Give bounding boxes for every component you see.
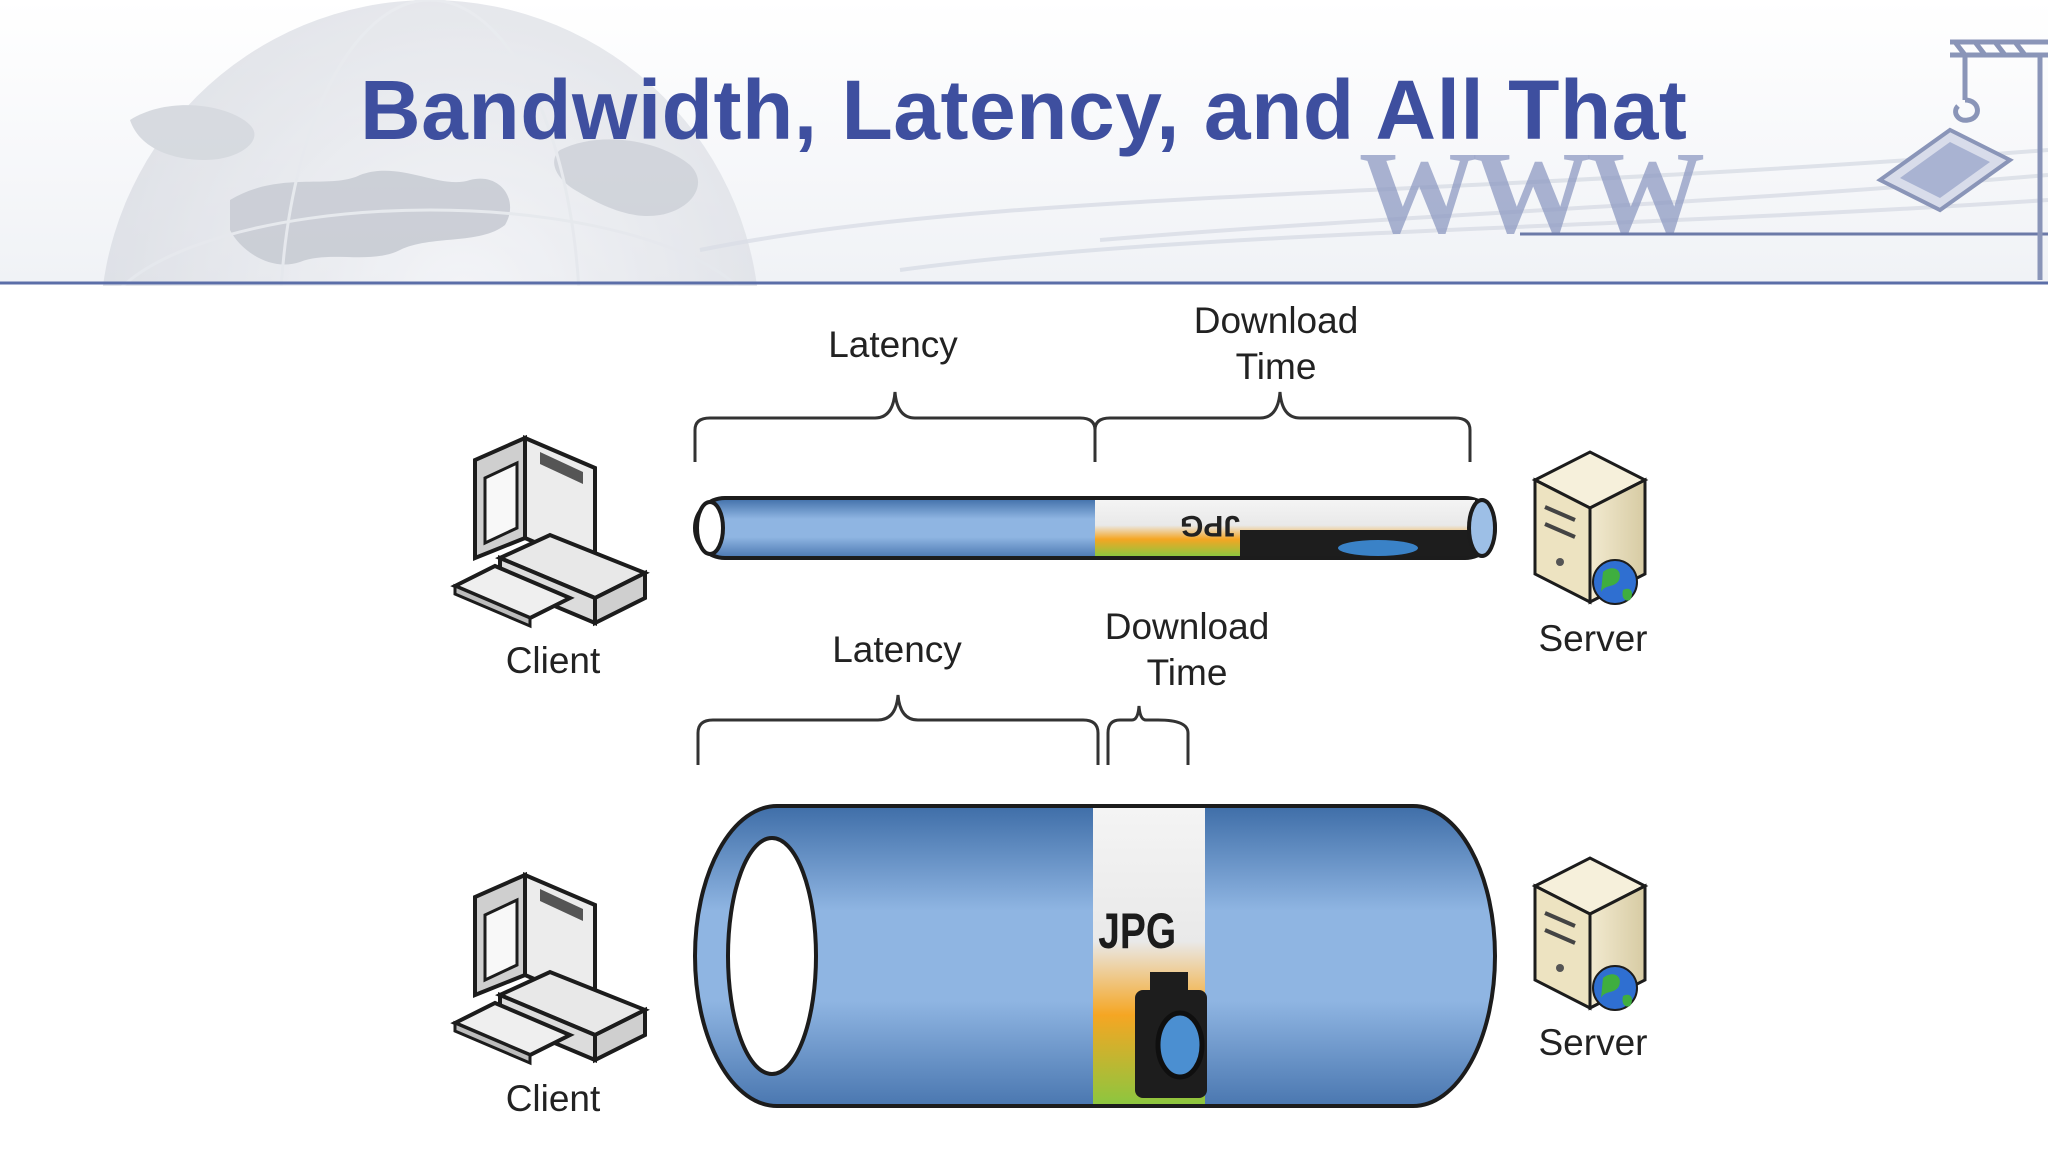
download-time-label-bottom: Download Time bbox=[1087, 604, 1287, 696]
wide-pipe-bottom: JPG bbox=[693, 804, 1497, 1108]
download-time-brace-top bbox=[1093, 391, 1472, 462]
download-time-label-top-line1: Download bbox=[1193, 300, 1359, 341]
svg-text:JPG: JPG bbox=[1098, 902, 1176, 959]
jpg-file-bottom: JPG bbox=[1093, 808, 1207, 1104]
client-label-top: Client bbox=[505, 640, 601, 681]
header-background: WWW bbox=[0, 0, 2048, 286]
download-time-brace-bottom bbox=[1106, 705, 1190, 765]
narrow-pipe-top: JPG bbox=[693, 496, 1497, 560]
server-label-bottom: Server bbox=[1538, 1022, 1648, 1063]
download-time-label-top: Download Time bbox=[1176, 298, 1376, 390]
download-time-label-bottom-line1: Download bbox=[1104, 606, 1270, 647]
camera-icon bbox=[1135, 972, 1207, 1098]
globe-icon bbox=[1592, 965, 1638, 1011]
download-time-label-bottom-line2: Time bbox=[1146, 652, 1228, 693]
client-computer-bottom-icon bbox=[450, 871, 650, 1066]
server-tower-bottom-icon bbox=[1531, 856, 1649, 1011]
slide-title: Bandwidth, Latency, and All That bbox=[360, 63, 1688, 157]
bandwidth-latency-diagram: JPG bbox=[450, 391, 1649, 1108]
latency-brace-bottom bbox=[696, 694, 1100, 765]
latency-label-bottom: Latency bbox=[832, 629, 962, 670]
latency-brace-top bbox=[693, 391, 1097, 462]
svg-text:JPG: JPG bbox=[1180, 509, 1240, 542]
www-logo-icon: WWW bbox=[1359, 39, 2048, 280]
server-tower-top-icon bbox=[1531, 450, 1649, 605]
client-label-bottom: Client bbox=[505, 1078, 601, 1119]
globe-icon bbox=[1592, 559, 1638, 605]
svg-text:WWW: WWW bbox=[1359, 127, 1704, 258]
latency-label-top: Latency bbox=[828, 324, 958, 365]
camera-icon bbox=[1240, 530, 1480, 556]
server-label-top: Server bbox=[1538, 618, 1648, 659]
download-time-label-top-line2: Time bbox=[1235, 346, 1317, 387]
globe-watermark-icon bbox=[103, 0, 757, 286]
client-computer-top-icon bbox=[450, 434, 650, 629]
